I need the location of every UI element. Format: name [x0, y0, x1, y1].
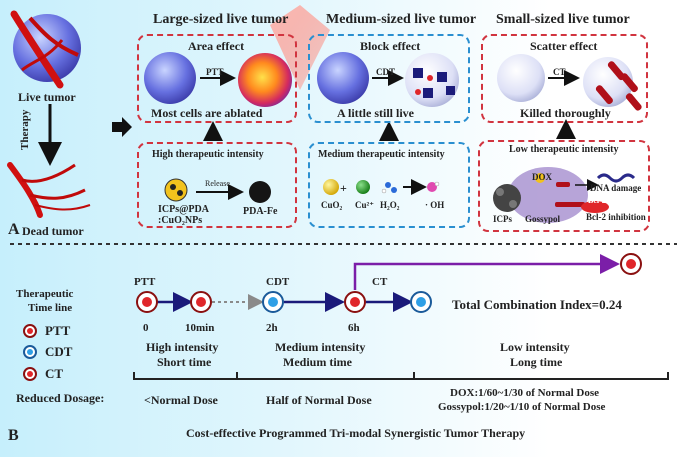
- timeline-ct-label: CT: [372, 276, 388, 288]
- a-little-still-live-label: A little still live: [337, 106, 414, 120]
- cdt-arrow-label: CDT: [376, 67, 396, 77]
- legend-ct-icon: [23, 367, 37, 381]
- low-intensity-graphics: [493, 167, 636, 223]
- low-intensity-title: Low therapeutic intensity: [509, 144, 619, 155]
- timeline-ct-dot-end: [620, 253, 642, 275]
- medium-tumor-illustration: [317, 52, 459, 107]
- dna-damage-label: DNA damage: [590, 183, 642, 193]
- gossypol-label: Gossypol: [525, 214, 561, 224]
- release-label: Release: [205, 179, 230, 188]
- timeline-graphics: [157, 254, 620, 312]
- figure-caption: Cost-effective Programmed Tri-modal Syne…: [186, 426, 526, 440]
- timeline-t6h: 6h: [348, 322, 360, 334]
- timeline-ptt-dot-0: [136, 291, 158, 313]
- timeline-ptt-label: PTT: [134, 276, 156, 288]
- cuo2-nps-label: :CuO₂NPs: [158, 215, 203, 226]
- phase-1-line2: Short time: [157, 355, 212, 369]
- bcl2-label: Bcl-2: [588, 196, 606, 205]
- bcl2-inhibition-label: Bcl-2 inhibition: [586, 212, 646, 222]
- cu2-label: Cu²⁺: [355, 200, 374, 210]
- phase-3-line1: Low intensity: [500, 340, 570, 354]
- large-tumor-box: [137, 34, 297, 123]
- combination-index: Total Combination Index=0.24: [452, 297, 622, 312]
- killed-thoroughly-label: Killed thoroughly: [520, 106, 611, 120]
- phase-braces: [133, 372, 669, 380]
- high-intensity-box: [137, 142, 297, 228]
- main-arrow: [112, 117, 132, 137]
- medium-tumor-heading: Medium-sized live tumor: [326, 12, 477, 27]
- dead-tumor-illustration: [7, 162, 91, 218]
- icps-pda-label: ICPs@PDA: [158, 204, 209, 215]
- timeline-ct-dot-6h: [344, 291, 366, 313]
- medium-intensity-title: Medium therapeutic intensity: [318, 149, 445, 160]
- phase-2-line2: Medium time: [283, 355, 352, 369]
- phase-2-line1: Medium intensity: [275, 340, 366, 354]
- timeline-cdt-dot-2h: [262, 291, 284, 313]
- low-intensity-box: [478, 140, 650, 232]
- block-effect-label: Block effect: [360, 39, 421, 53]
- ct-arrow-label: CT: [553, 67, 566, 77]
- panel-a-letter: A: [8, 221, 20, 238]
- timeline-cdt-dot-after: [410, 291, 432, 313]
- legend-ptt-icon: [23, 324, 37, 338]
- legend-ct-label: CT: [45, 366, 64, 381]
- dosage-cdt: Half of Normal Dose: [266, 393, 372, 407]
- timeline-t0: 0: [143, 322, 149, 334]
- timeline-label-line2: Time line: [28, 302, 73, 314]
- timeline-label-line1: Therapeutic: [16, 288, 74, 300]
- phase-1-line1: High intensity: [146, 340, 219, 354]
- most-cells-ablated-label: Most cells are ablated: [151, 106, 263, 120]
- hydroxyl-label: · OH: [425, 200, 445, 210]
- h2o2-label: H₂O₂: [380, 200, 400, 210]
- high-intensity-graphics: [164, 178, 271, 203]
- therapy-label: Therapy: [19, 109, 31, 150]
- medium-tumor-box: [308, 34, 470, 123]
- high-intensity-title: High therapeutic intensity: [152, 149, 264, 160]
- reduced-dosage-label: Reduced Dosage:: [16, 391, 105, 405]
- legend-ptt-label: PTT: [45, 323, 71, 338]
- live-tumor-label: Live tumor: [18, 90, 76, 104]
- ptt-arrow-label: PTT: [206, 67, 224, 77]
- timeline-ptt-dot-10min: [190, 291, 212, 313]
- dosage-dox: DOX:1/60~1/30 of Normal Dose: [450, 387, 600, 399]
- plus-sign: +: [340, 181, 347, 195]
- icps-label: ICPs: [493, 214, 513, 224]
- large-tumor-illustration: [144, 5, 330, 107]
- small-tumor-illustration: [497, 54, 642, 111]
- medium-intensity-box: [308, 142, 470, 228]
- scatter-effect-label: Scatter effect: [530, 39, 598, 53]
- dosage-ptt: <Normal Dose: [144, 393, 218, 407]
- timeline-t2h: 2h: [266, 322, 278, 334]
- medium-intensity-graphics: [323, 179, 440, 195]
- timeline-cdt-label: CDT: [266, 276, 290, 288]
- legend-cdt-icon: [23, 345, 37, 359]
- live-tumor-illustration: [10, 10, 81, 89]
- area-effect-label: Area effect: [188, 39, 245, 53]
- dox-label: DOX: [532, 172, 552, 182]
- pda-fe-label: PDA-Fe: [243, 206, 278, 217]
- small-tumor-box: [481, 34, 648, 123]
- panel-b-letter: B: [8, 427, 19, 444]
- legend-cdt-label: CDT: [45, 344, 73, 359]
- dead-tumor-label: Dead tumor: [22, 224, 84, 238]
- timeline-t10min: 10min: [185, 322, 215, 334]
- dosage-gossypol: Gossypol:1/20~1/10 of Normal Dose: [438, 401, 606, 413]
- phase-3-line2: Long time: [510, 355, 563, 369]
- large-tumor-heading: Large-sized live tumor: [153, 12, 289, 27]
- cuo2-label: CuO₂: [321, 200, 343, 210]
- small-tumor-heading: Small-sized live tumor: [496, 12, 630, 27]
